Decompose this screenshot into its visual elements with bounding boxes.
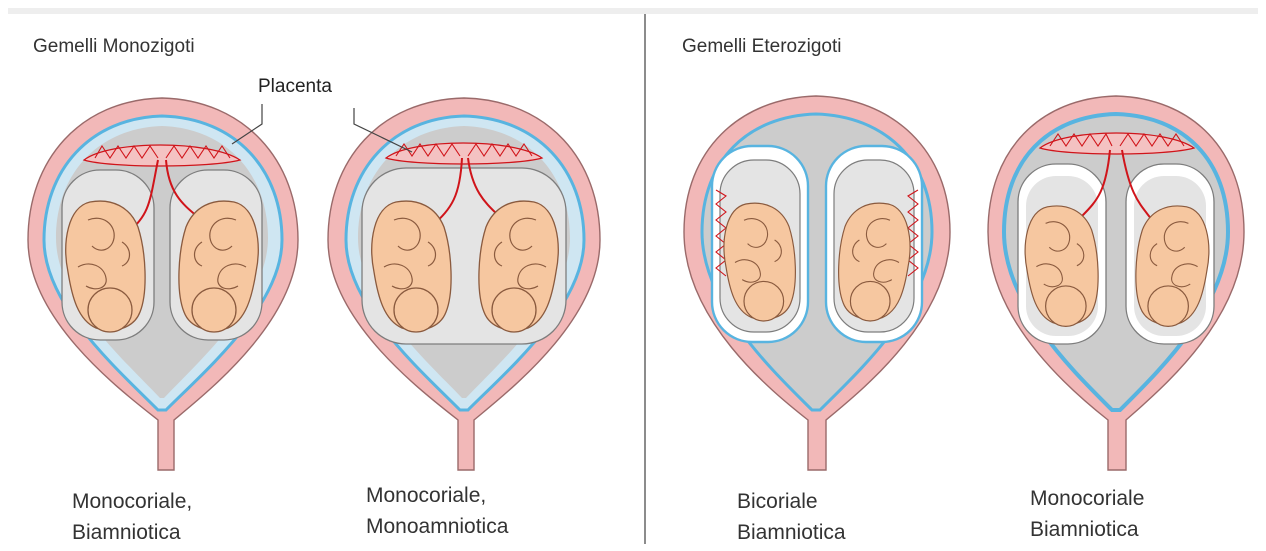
caption-line-2: Biamniotica (72, 517, 192, 548)
caption-line-2: Biamniotica (737, 517, 846, 548)
caption-line-1: Bicoriale (737, 486, 846, 517)
caption-line-1: Monocoriale (1030, 483, 1144, 514)
caption-line-2: Monoamniotica (366, 511, 508, 542)
uterus-mono-biamniotic-2 (988, 96, 1244, 470)
caption-panel-2: Monocoriale, Monoamniotica (366, 480, 508, 542)
uterus-dichorionic-biamniotic (684, 96, 950, 470)
uterus-mono-biamniotic (28, 98, 298, 470)
caption-line-2: Biamniotica (1030, 514, 1144, 545)
caption-panel-4: Monocoriale Biamniotica (1030, 483, 1144, 545)
uterus-mono-monoamniotic (328, 98, 600, 470)
caption-line-1: Monocoriale, (366, 480, 508, 511)
caption-panel-1: Monocoriale, Biamniotica (72, 486, 192, 548)
caption-line-1: Monocoriale, (72, 486, 192, 517)
caption-panel-3: Bicoriale Biamniotica (737, 486, 846, 548)
